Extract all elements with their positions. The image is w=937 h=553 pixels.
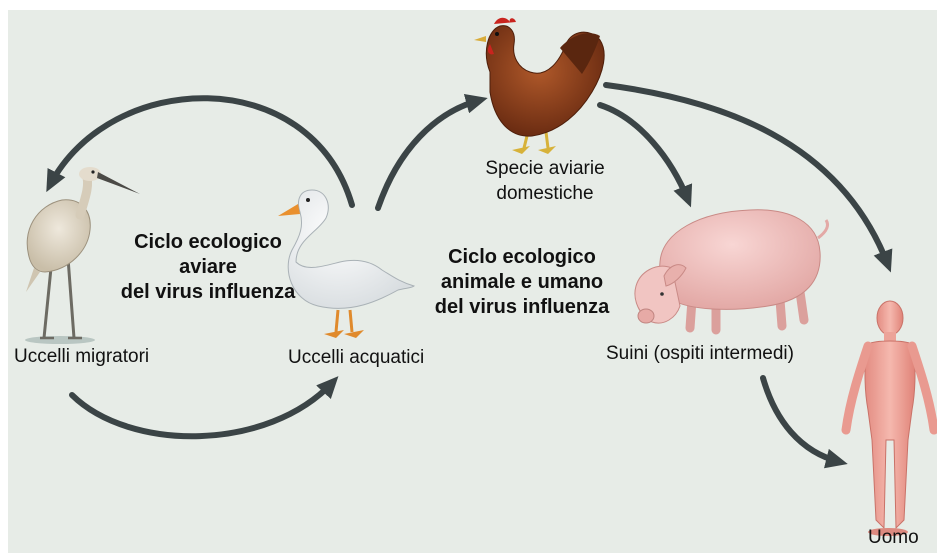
human-illustration [846,301,934,536]
arrow-water-to-migratory [50,98,352,205]
label-domestic-birds-line1: Specie aviarie [455,158,635,180]
label-water-birds: Uccelli acquatici [288,347,424,369]
arrow-pig-to-human [763,378,840,462]
animal-human-cycle-title-line1: Ciclo ecologico [418,245,626,270]
label-human: Uomo [868,527,919,549]
hen-illustration [474,18,604,154]
avian-cycle-title-line1: Ciclo ecologico [103,230,313,255]
pig-illustration [635,210,828,330]
label-migratory-birds: Uccelli migratori [14,346,149,368]
label-pigs: Suini (ospiti intermedi) [606,343,794,365]
animal-human-cycle-title-line2: animale e umano [418,270,626,295]
label-domestic-birds-line2: domestiche [455,183,635,205]
label-domestic-birds: Specie aviarie domestiche [455,158,635,205]
avian-cycle-title: Ciclo ecologico aviare del virus influen… [103,230,313,305]
arrow-migratory-to-water [72,382,333,436]
animal-human-cycle-title: Ciclo ecologico animale e umano del viru… [418,245,626,320]
avian-cycle-title-line3: del virus influenza [103,280,313,305]
avian-cycle-title-line2: aviare [103,255,313,280]
animal-human-cycle-title-line3: del virus influenza [418,295,626,320]
